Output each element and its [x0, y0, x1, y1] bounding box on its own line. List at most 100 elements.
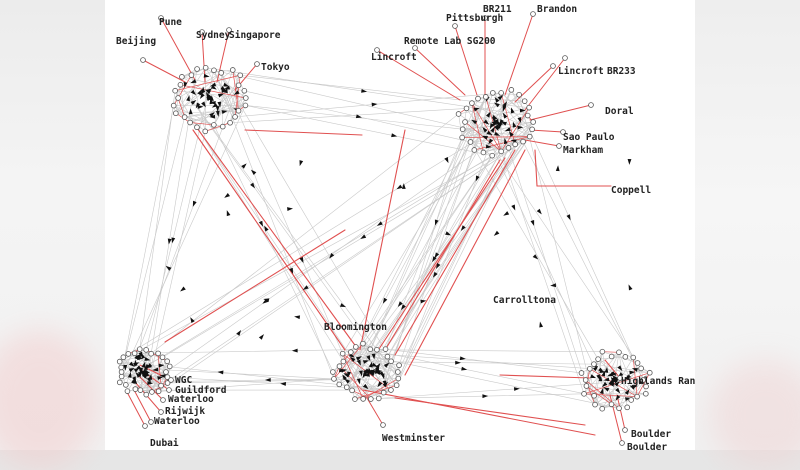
inter-cluster-edge	[120, 106, 174, 383]
right-blurred-margin	[690, 0, 800, 450]
leaf-node	[143, 424, 148, 429]
label-waterloo-2: Waterloo	[154, 416, 200, 427]
cluster-node	[470, 101, 475, 106]
inter-cluster-edge	[214, 70, 334, 379]
direction-arrow	[556, 165, 560, 171]
cluster-node	[236, 83, 241, 88]
cluster-node	[531, 120, 536, 125]
inter-cluster-edge	[161, 142, 523, 386]
cluster-node	[397, 363, 402, 368]
cluster-node	[389, 388, 394, 393]
cluster-node	[582, 391, 587, 396]
cluster-node	[160, 355, 165, 360]
network-graph: Tokyo Pune Beijing Sydney Singapore BR21…	[105, 0, 695, 450]
cluster-node	[125, 389, 130, 394]
direction-arrow	[259, 334, 264, 340]
cluster-node	[584, 384, 589, 389]
cluster-node	[117, 380, 122, 385]
leaf-node	[589, 103, 594, 108]
direction-arrow	[494, 231, 500, 236]
direction-arrow	[391, 133, 397, 137]
cluster-node	[600, 349, 605, 354]
direction-arrow	[168, 239, 172, 245]
cluster-node	[617, 350, 622, 355]
cluster-node	[396, 376, 401, 381]
direction-arrow	[189, 108, 193, 114]
network-graph-canvas: Tokyo Pune Beijing Sydney Singapore BR21…	[105, 0, 695, 450]
cluster-node	[394, 383, 399, 388]
long-range-red-edge	[535, 150, 537, 186]
direction-arrow	[590, 374, 596, 378]
direction-arrow	[461, 225, 466, 231]
label-coppell: Coppell	[611, 185, 651, 196]
inter-cluster-edge	[509, 148, 587, 386]
direction-arrow	[383, 298, 387, 304]
cluster-node	[468, 140, 473, 145]
direction-arrow	[514, 387, 520, 391]
cluster-node	[195, 125, 200, 130]
labels-layer: Tokyo Pune Beijing Sydney Singapore BR21…	[116, 4, 695, 450]
cluster-node	[472, 148, 477, 153]
cluster-node	[592, 393, 597, 398]
cluster-node	[119, 370, 124, 375]
leaf-node	[149, 420, 154, 425]
direction-arrow	[503, 211, 509, 216]
cluster-node	[203, 65, 208, 70]
direction-arrow	[186, 95, 190, 101]
spoke-red-edge	[367, 398, 383, 425]
cluster-node	[167, 364, 172, 369]
direction-arrow	[292, 349, 298, 353]
cluster-node	[506, 145, 511, 150]
direction-arrow	[299, 160, 303, 166]
direction-arrow	[530, 220, 534, 226]
cluster-node	[629, 398, 634, 403]
cluster-node	[600, 406, 605, 411]
cluster-node	[137, 347, 142, 352]
cluster-node	[353, 397, 358, 402]
leaf-node	[453, 24, 458, 29]
inter-cluster-edge	[146, 131, 205, 394]
label-remote-lab: Remote Lab SG200	[404, 36, 496, 47]
cluster-node	[126, 352, 131, 357]
cluster-node	[517, 92, 522, 97]
inter-cluster-edge	[501, 151, 584, 393]
spoke-red-edge	[617, 395, 625, 430]
direction-arrow	[444, 157, 448, 163]
cluster-node	[361, 341, 366, 346]
cluster-node	[639, 366, 644, 371]
cluster-node	[350, 388, 355, 393]
cluster-node	[203, 129, 208, 134]
cluster-node	[133, 387, 138, 392]
leaf-node	[551, 64, 556, 69]
direction-arrow	[294, 315, 300, 319]
cluster-mesh-edge	[459, 114, 463, 138]
label-pittsburgh: Pittsburgh	[446, 13, 503, 24]
cluster-node	[483, 94, 488, 99]
inter-cluster-edge	[470, 142, 598, 359]
cluster-node	[228, 120, 233, 125]
cluster-node	[195, 67, 200, 72]
inter-cluster-edge	[245, 105, 492, 155]
cluster-node	[593, 402, 598, 407]
direction-arrow	[193, 201, 197, 207]
cluster-node	[643, 391, 648, 396]
direction-arrow	[227, 210, 231, 216]
direction-arrow	[381, 373, 385, 379]
label-highlands-ranch: Highlands Ranch	[621, 376, 695, 387]
cluster-node	[332, 377, 337, 382]
cluster-node	[173, 88, 178, 93]
cluster-node	[385, 354, 390, 359]
direction-arrow	[360, 234, 366, 239]
cluster-node	[242, 88, 247, 93]
cluster-node	[178, 82, 183, 87]
cluster-node	[525, 113, 530, 118]
leaf-node	[141, 58, 146, 63]
inter-cluster-edge	[347, 122, 533, 387]
inter-cluster-edge	[122, 117, 185, 372]
cluster-node	[176, 96, 181, 101]
gray-edges-layer	[120, 68, 650, 409]
cluster-node	[165, 359, 170, 364]
direction-arrow	[250, 183, 255, 189]
leaf-node	[159, 410, 164, 415]
direction-arrow	[603, 377, 609, 381]
